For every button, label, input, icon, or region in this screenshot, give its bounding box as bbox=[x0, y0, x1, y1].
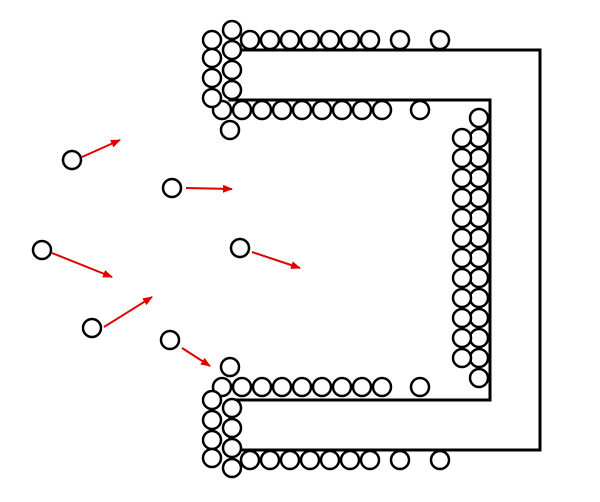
deposited-particles bbox=[201, 19, 490, 479]
particle-icon bbox=[221, 397, 243, 419]
particle-icon bbox=[299, 449, 321, 471]
particle-icon bbox=[279, 29, 301, 51]
particle-icon bbox=[451, 347, 473, 369]
particle-icon bbox=[161, 177, 183, 199]
particle-icon bbox=[259, 29, 281, 51]
particle-icon bbox=[359, 449, 381, 471]
particle-icon bbox=[201, 67, 223, 89]
particle-icon bbox=[468, 187, 490, 209]
particle-icon bbox=[31, 239, 53, 261]
particle-icon bbox=[259, 449, 281, 471]
particle-icon bbox=[221, 457, 243, 479]
particle-icon bbox=[468, 327, 490, 349]
particle-icon bbox=[429, 449, 451, 471]
particle-icon bbox=[201, 389, 223, 411]
particle-icon bbox=[339, 449, 361, 471]
particle-icon bbox=[468, 227, 490, 249]
incoming-particles bbox=[31, 149, 251, 351]
particle-icon bbox=[291, 99, 313, 121]
particle-icon bbox=[451, 147, 473, 169]
particle-icon bbox=[319, 449, 341, 471]
particle-icon bbox=[251, 376, 273, 398]
particle-icon bbox=[468, 287, 490, 309]
velocity-arrow-icon bbox=[51, 252, 113, 278]
particle-icon bbox=[371, 376, 393, 398]
particle-icon bbox=[221, 19, 243, 41]
particle-icon bbox=[219, 119, 241, 141]
velocity-arrow-icon bbox=[251, 251, 301, 269]
particle-icon bbox=[331, 376, 353, 398]
particle-icon bbox=[389, 29, 411, 51]
particle-icon bbox=[331, 99, 353, 121]
particle-icon bbox=[468, 167, 490, 189]
particle-icon bbox=[239, 29, 261, 51]
particle-icon bbox=[231, 99, 253, 121]
velocity-arrow-icon bbox=[181, 347, 211, 367]
particle-icon bbox=[468, 247, 490, 269]
particle-icon bbox=[451, 327, 473, 349]
particle-icon bbox=[201, 47, 223, 69]
particle-icon bbox=[311, 376, 333, 398]
particle-icon bbox=[351, 376, 373, 398]
particle-icon bbox=[451, 187, 473, 209]
particle-icon bbox=[201, 447, 223, 469]
particle-icon bbox=[371, 99, 393, 121]
particle-icon bbox=[221, 437, 243, 459]
particle-icon bbox=[339, 29, 361, 51]
particle-icon bbox=[468, 367, 490, 389]
particle-icon bbox=[451, 287, 473, 309]
particle-icon bbox=[468, 127, 490, 149]
particle-icon bbox=[201, 409, 223, 431]
particle-icon bbox=[239, 449, 261, 471]
particle-icon bbox=[451, 207, 473, 229]
particle-icon bbox=[231, 376, 253, 398]
velocity-arrows bbox=[51, 139, 301, 367]
particle-icon bbox=[159, 329, 181, 351]
particle-icon bbox=[271, 376, 293, 398]
particle-icon bbox=[221, 39, 243, 61]
particle-icon bbox=[291, 376, 313, 398]
velocity-arrow-icon bbox=[185, 184, 233, 193]
particle-icon bbox=[221, 59, 243, 81]
particle-icon bbox=[221, 79, 243, 101]
velocity-arrow-icon bbox=[103, 296, 153, 328]
particle-icon bbox=[389, 449, 411, 471]
particle-icon bbox=[221, 417, 243, 439]
particle-icon bbox=[319, 29, 341, 51]
particle-icon bbox=[468, 307, 490, 329]
particle-icon bbox=[468, 207, 490, 229]
particle-icon bbox=[299, 29, 321, 51]
particle-icon bbox=[201, 429, 223, 451]
particle-icon bbox=[279, 449, 301, 471]
particle-icon bbox=[451, 247, 473, 269]
particle-icon bbox=[311, 99, 333, 121]
particle-icon bbox=[451, 167, 473, 189]
particle-icon bbox=[468, 267, 490, 289]
particle-icon bbox=[251, 99, 273, 121]
particle-icon bbox=[201, 87, 223, 109]
particle-icon bbox=[201, 29, 223, 51]
particle-icon bbox=[271, 99, 293, 121]
particle-icon bbox=[468, 107, 490, 129]
particle-icon bbox=[219, 356, 241, 378]
particle-icon bbox=[451, 227, 473, 249]
velocity-arrow-icon bbox=[81, 139, 121, 158]
particle-icon bbox=[468, 347, 490, 369]
particle-icon bbox=[81, 317, 103, 339]
particle-icon bbox=[229, 237, 251, 259]
particle-icon bbox=[451, 127, 473, 149]
particle-icon bbox=[451, 267, 473, 289]
particle-icon bbox=[468, 147, 490, 169]
particle-icon bbox=[409, 99, 431, 121]
particle-icon bbox=[61, 149, 83, 171]
particle-icon bbox=[451, 307, 473, 329]
particle-icon bbox=[409, 376, 431, 398]
particle-icon bbox=[359, 29, 381, 51]
particle-icon bbox=[429, 29, 451, 51]
particle-icon bbox=[351, 99, 373, 121]
